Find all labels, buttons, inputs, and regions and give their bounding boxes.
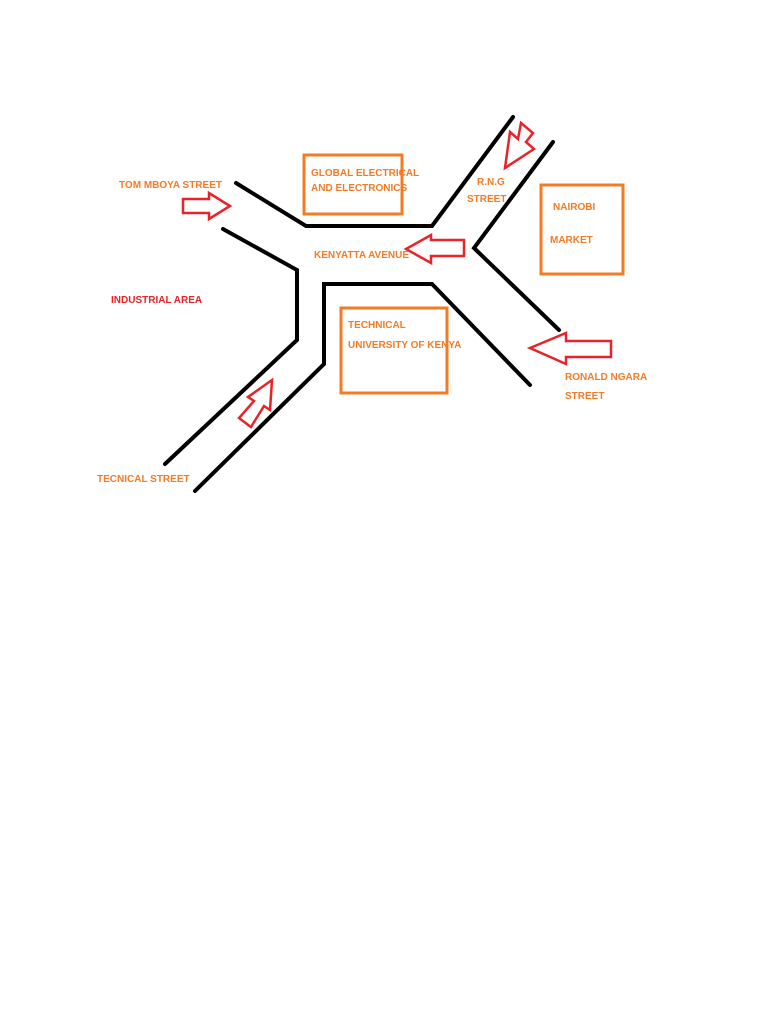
kenyatta-avenue-label: KENYATTA AVENUE [314,250,409,261]
labels: TOM MBOYA STREET GLOBAL ELECTRICAL AND E… [97,168,647,485]
ronald-ngara-street-label-line2: STREET [565,391,604,402]
tecnical-street-label: TECNICAL STREET [97,474,190,485]
road-edge-rng-right [471,140,561,332]
direction-arrow-icon [237,377,274,429]
buildings [302,153,625,395]
roads [163,115,561,493]
rng-street-label-line1: R.N.G [477,177,505,188]
industrial-area-label: INDUSTRIAL AREA [111,295,202,306]
direction-arrow-icon [181,190,233,222]
ronald-ngara-street-label-line1: RONALD NGARA [565,372,647,383]
direction-arrow-icon [526,331,613,366]
road-edge-tom-mboya-bottom [163,227,299,466]
global-electrical-label-line1: GLOBAL ELECTRICAL [311,168,419,179]
direction-arrows [181,120,613,429]
global-electrical-label-line2: AND ELECTRONICS [311,183,407,194]
direction-arrow-icon [403,232,466,266]
road-edge-south [193,282,532,493]
road-edge-tom-mboya-top [234,115,515,228]
technical-university-label-line1: TECHNICAL [348,320,406,331]
nairobi-market-box [539,183,625,276]
global-electrical-box [302,153,404,216]
nairobi-market-label-line2: MARKET [550,235,593,246]
technical-university-box [339,306,449,395]
direction-arrow-icon [503,120,537,171]
tom-mboya-street-label: TOM MBOYA STREET [119,180,222,191]
nairobi-market-label-line1: NAIROBI [553,202,595,213]
technical-university-label-line2: UNIVERSITY OF KENYA [348,340,461,351]
rng-street-label-line2: STREET [467,194,506,205]
